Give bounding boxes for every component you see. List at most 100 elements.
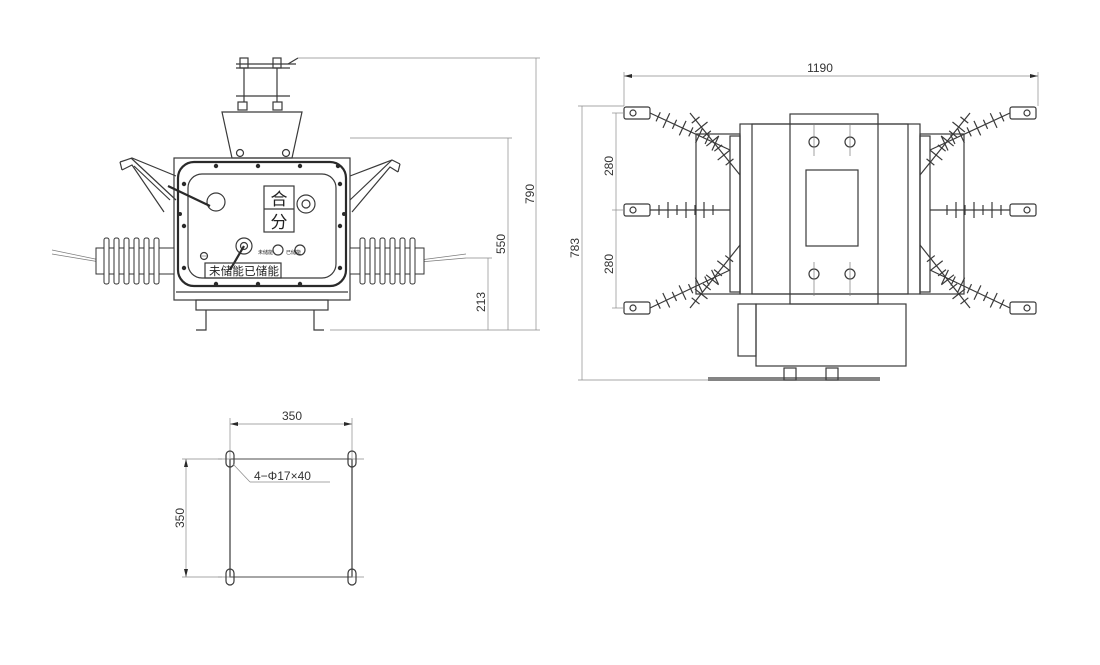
dim-350-width: 350 <box>282 409 302 423</box>
shed <box>655 111 661 122</box>
shed <box>103 237 110 285</box>
right-insulator <box>349 237 467 285</box>
dim-350-depth: 350 <box>173 508 187 528</box>
shed <box>671 119 678 130</box>
mounting-holes <box>225 450 357 586</box>
shed <box>926 255 936 263</box>
shed <box>960 297 969 305</box>
terminal-bolts-top <box>808 124 856 296</box>
insulator-core <box>689 112 741 176</box>
small-label-left: 未储能 <box>258 249 273 256</box>
shed <box>973 120 982 136</box>
shed <box>926 158 935 166</box>
shed <box>687 283 694 294</box>
shed <box>717 149 731 161</box>
shed <box>671 291 678 302</box>
insulator-core <box>649 112 731 151</box>
shed <box>937 269 947 277</box>
shed <box>999 299 1005 309</box>
front-dimensions: 790 550 213 <box>298 57 540 331</box>
shed <box>940 274 955 286</box>
front-view: 合 分 未储能 已储能 未储能已储能 <box>51 57 467 331</box>
breaker-enclosure: 合 分 未储能 已储能 未储能已储能 <box>167 157 351 331</box>
shed <box>369 237 376 285</box>
insulator-core <box>649 269 731 309</box>
shed <box>966 127 972 137</box>
shed <box>929 149 943 161</box>
shed <box>725 158 734 166</box>
side-levers <box>119 157 401 213</box>
close-indicator: 合 <box>271 190 288 210</box>
dim-1190: 1190 <box>807 61 833 75</box>
shed <box>655 299 661 309</box>
top-insulators <box>649 111 1011 309</box>
shed <box>694 288 708 300</box>
dim-213: 213 <box>474 292 488 312</box>
shed <box>940 135 949 151</box>
top-view <box>623 106 1037 381</box>
shed <box>695 128 703 144</box>
shed <box>724 255 734 263</box>
shed <box>713 269 723 277</box>
open-indicator: 分 <box>271 213 288 233</box>
dim-783: 783 <box>568 238 582 258</box>
shed <box>691 297 700 305</box>
shed <box>678 285 687 301</box>
shed <box>999 111 1005 122</box>
shed <box>973 285 982 301</box>
shed <box>409 237 416 285</box>
shed <box>691 116 700 124</box>
shed <box>982 119 989 130</box>
shed <box>952 288 966 300</box>
shed <box>113 237 120 285</box>
shed <box>713 144 723 152</box>
shed <box>711 135 720 151</box>
shed <box>702 283 712 291</box>
shed <box>957 277 966 293</box>
shed <box>948 130 958 138</box>
shed <box>940 135 955 147</box>
small-label-right: 已储能 <box>286 249 301 256</box>
shed <box>153 237 160 285</box>
base-plan: 350 350 4−Φ17×40 <box>173 409 364 586</box>
shed <box>359 237 366 285</box>
shed <box>989 113 998 129</box>
shed <box>678 120 687 136</box>
dim-550: 550 <box>494 234 508 254</box>
shed <box>937 144 947 152</box>
shed <box>705 274 720 286</box>
mounting-hole-label: 4−Φ17×40 <box>254 469 311 483</box>
shed <box>960 116 969 124</box>
shed <box>694 277 703 293</box>
dim-280-upper: 280 <box>602 156 616 176</box>
shed <box>989 292 998 308</box>
shed <box>694 121 708 133</box>
shed <box>399 237 406 285</box>
shed <box>716 260 731 272</box>
shed <box>952 121 966 133</box>
dim-280-lower: 280 <box>602 254 616 274</box>
shed <box>688 127 694 137</box>
top-bracket <box>221 57 303 159</box>
left-insulator <box>51 237 175 285</box>
shed <box>389 237 396 285</box>
shed <box>948 283 958 291</box>
dim-790: 790 <box>523 184 537 204</box>
insulator-core <box>929 269 1011 309</box>
shed <box>133 237 140 285</box>
insulator-core <box>919 244 971 309</box>
insulator-core <box>929 112 1011 151</box>
shed <box>379 237 386 285</box>
shed <box>662 292 671 308</box>
shed <box>702 130 712 138</box>
shed <box>966 283 973 294</box>
top-dimensions: 1190 783 280 280 <box>568 61 1039 381</box>
insulator-core <box>689 244 741 309</box>
shed <box>143 237 150 285</box>
shed <box>705 135 720 147</box>
storage-status-label: 未储能已储能 <box>209 264 280 278</box>
shed <box>957 128 965 144</box>
shed <box>982 291 989 302</box>
insulator-core <box>919 112 971 176</box>
